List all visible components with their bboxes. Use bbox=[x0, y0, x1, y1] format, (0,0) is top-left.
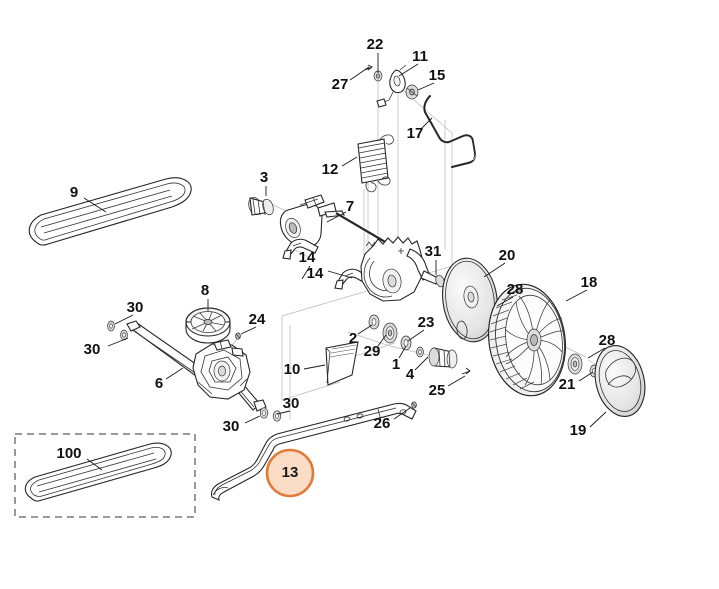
leader-line-9 bbox=[83, 197, 107, 213]
leader-line-12 bbox=[341, 156, 358, 167]
leader-line-18 bbox=[565, 289, 588, 302]
part-30-washers bbox=[107, 320, 282, 422]
part-13-handle-bar bbox=[210, 402, 417, 501]
part-number-3: 3 bbox=[260, 169, 268, 186]
part-number-31: 31 bbox=[425, 243, 442, 260]
leader-line-100 bbox=[86, 458, 103, 471]
part-number-13[interactable]: 13 bbox=[282, 464, 299, 481]
leader-line-25 bbox=[447, 375, 466, 387]
part-number-6: 6 bbox=[155, 375, 163, 392]
leader-line-17 bbox=[420, 117, 433, 130]
part-4-bushing bbox=[428, 347, 458, 369]
part-number-22: 22 bbox=[367, 36, 384, 53]
highlight-marker-13[interactable] bbox=[265, 448, 315, 498]
part-25-pin bbox=[461, 367, 471, 375]
part-number-28: 28 bbox=[507, 281, 524, 298]
part-number-25: 25 bbox=[429, 382, 446, 399]
leader-line-11 bbox=[398, 63, 419, 77]
leader-line-14 bbox=[301, 265, 311, 280]
boxed-group-outline bbox=[14, 433, 196, 518]
part-24-pin bbox=[235, 332, 241, 340]
part-19-hub-cap bbox=[594, 345, 646, 417]
leader-line-1 bbox=[398, 345, 407, 359]
part-number-30: 30 bbox=[84, 341, 101, 358]
part-8-pulley bbox=[185, 307, 231, 344]
part-number-20: 20 bbox=[499, 247, 516, 264]
part-2-washer bbox=[368, 314, 380, 330]
part-9-drive-belt bbox=[28, 177, 192, 246]
part-number-100: 100 bbox=[56, 445, 81, 462]
part-number-30: 30 bbox=[127, 299, 144, 316]
part-number-15: 15 bbox=[429, 67, 446, 84]
leader-line-7 bbox=[326, 211, 347, 223]
leader-line-2 bbox=[357, 324, 373, 335]
leader-line-30 bbox=[107, 337, 129, 347]
part-number-4: 4 bbox=[406, 366, 415, 383]
part-28b-bearing bbox=[567, 353, 583, 375]
part-number-21: 21 bbox=[559, 376, 576, 393]
part-number-30: 30 bbox=[283, 395, 300, 412]
part-number-2: 2 bbox=[349, 330, 357, 347]
part-number-14: 14 bbox=[299, 249, 316, 266]
part-29-bearing bbox=[382, 322, 398, 344]
part-23-washer bbox=[400, 335, 412, 351]
part-number-17: 17 bbox=[407, 125, 424, 142]
leader-line-30 bbox=[244, 415, 261, 424]
leader-line-15 bbox=[417, 82, 435, 91]
leader-line-26 bbox=[393, 407, 411, 420]
leader-line-19 bbox=[589, 411, 607, 428]
part-number-23: 23 bbox=[418, 314, 435, 331]
leader-line-30 bbox=[276, 410, 291, 415]
leader-line-30 bbox=[114, 314, 134, 325]
leader-line-20 bbox=[483, 262, 506, 278]
part-number-7: 7 bbox=[346, 198, 354, 215]
part-7-control-rod bbox=[279, 194, 405, 254]
part-number-18: 18 bbox=[581, 274, 598, 291]
part-number-19: 19 bbox=[570, 422, 587, 439]
leader-line-4 bbox=[414, 356, 429, 371]
part-number-29: 29 bbox=[364, 343, 381, 360]
leader-line-27 bbox=[349, 66, 370, 81]
leader-line-24 bbox=[240, 326, 257, 335]
part-20-disc bbox=[442, 257, 498, 343]
leader-line-28 bbox=[496, 296, 514, 307]
part-number-30: 30 bbox=[223, 418, 240, 435]
leader-line-28 bbox=[587, 347, 606, 359]
part-12-spring bbox=[357, 134, 394, 193]
part-18-wheel bbox=[487, 283, 567, 397]
part-100-belt-kit-group bbox=[14, 433, 196, 518]
part-11-lever-bracket bbox=[376, 64, 407, 108]
part-6-axle-shaft bbox=[126, 320, 267, 412]
part-number-12: 12 bbox=[322, 161, 339, 178]
part-15-nut bbox=[405, 84, 419, 100]
part-number-28: 28 bbox=[599, 332, 616, 349]
part-number-27: 27 bbox=[332, 76, 349, 93]
part-26-pin bbox=[411, 401, 417, 409]
part-14-clips bbox=[282, 238, 369, 290]
main-gearbox-housing bbox=[360, 236, 445, 302]
part-number-26: 26 bbox=[374, 415, 391, 432]
part-number-11: 11 bbox=[412, 48, 428, 65]
part-number-9: 9 bbox=[70, 184, 78, 201]
part-number-14: 14 bbox=[307, 265, 324, 282]
part-number-10: 10 bbox=[284, 361, 301, 378]
part-number-24: 24 bbox=[249, 311, 266, 328]
part-10-friction-plate bbox=[325, 341, 359, 386]
part-27-screw bbox=[364, 64, 373, 71]
part-1-washer bbox=[416, 346, 424, 358]
leader-line-29 bbox=[377, 334, 387, 347]
leader-lines bbox=[83, 53, 607, 471]
leader-line-6 bbox=[165, 367, 184, 380]
leader-line-14 bbox=[327, 270, 353, 279]
leader-line-10 bbox=[303, 364, 326, 370]
part-number-8: 8 bbox=[201, 282, 209, 299]
leader-line-21 bbox=[578, 371, 594, 382]
leader-line-23 bbox=[407, 329, 425, 342]
part-3-bushing bbox=[248, 196, 274, 216]
part-17-bent-rod bbox=[423, 95, 477, 168]
part-number-1: 1 bbox=[392, 356, 400, 373]
